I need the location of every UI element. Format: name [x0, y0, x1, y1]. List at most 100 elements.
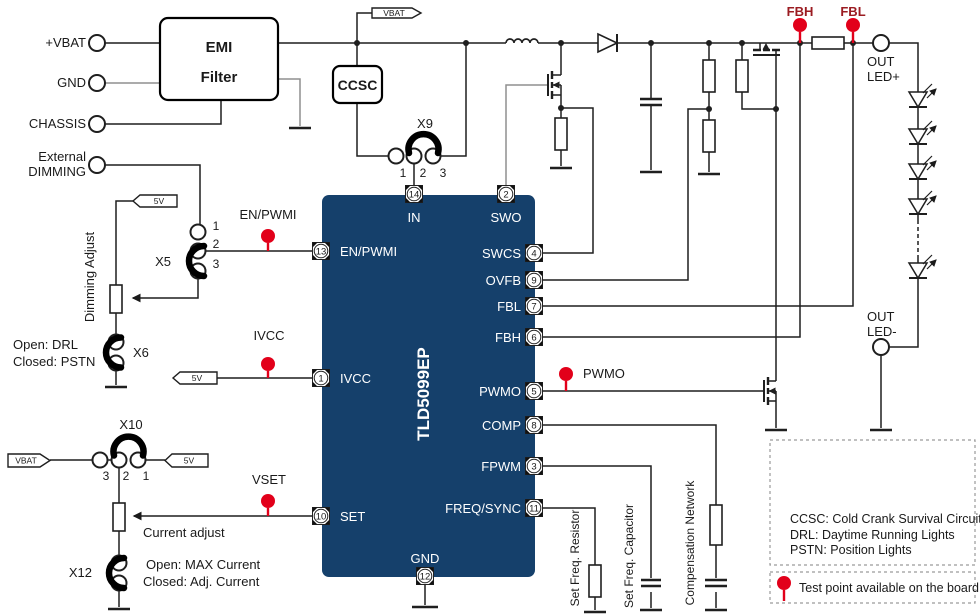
ccsc-block	[331, 64, 384, 105]
legend-ccsc: CCSC: Cold Crank Survival Circuit	[790, 512, 980, 526]
terminal-out-led-plus	[872, 34, 890, 52]
jumper-x5-pin1	[189, 223, 207, 241]
ic-pin-boxes: 14 2 13 1 10 4	[312, 185, 543, 585]
flag-5v-x10	[163, 453, 209, 468]
pin-number: 5	[531, 387, 536, 398]
pin-label-fbl: FBL	[497, 299, 521, 314]
resistor-freq	[588, 564, 602, 598]
pin-number: 13	[316, 247, 327, 258]
pin-box-9: 9	[525, 271, 543, 289]
flag-5v-dimming	[131, 194, 178, 208]
out-led-plus-label-2: LED+	[867, 69, 900, 84]
annotation-dimming-adjust: Dimming Adjust	[82, 231, 97, 322]
annotation-x12-open: Open: MAX Current	[146, 557, 261, 572]
jumper-x5-label: X5	[155, 254, 171, 269]
pin-label-swo: SWO	[490, 210, 521, 225]
wire-5v-pot	[115, 200, 133, 285]
pin-label-in: IN	[408, 210, 421, 225]
flag-label-5v-x10: 5V	[184, 456, 195, 466]
pin-box-2: 2	[497, 185, 515, 203]
jumpers-graphics	[91, 130, 442, 592]
jumper-x5-pin1-label: 1	[213, 219, 220, 233]
terminal-label-chassis: CHASSIS	[29, 116, 86, 131]
pin-label-en-pwmi: EN/PWMI	[340, 244, 397, 259]
wire-x5p3-pot	[131, 278, 199, 303]
jumper-x9-pin2-label: 2	[420, 166, 427, 180]
jumper-x10-label: X10	[119, 417, 142, 432]
ic-body	[322, 195, 535, 577]
gray-wires	[105, 78, 548, 186]
mosfet-switch-icon	[547, 71, 562, 99]
test-point-label-vset: VSET	[252, 472, 286, 487]
pin-box-11: 11	[525, 499, 543, 517]
pin-label-fbh: FBH	[495, 330, 521, 345]
jumper-x6-bridge	[102, 334, 125, 371]
junction-dots	[354, 40, 856, 112]
resistor-divider-bottom	[702, 119, 716, 153]
legend-box	[769, 439, 976, 566]
out-led-minus-label-2: LED-	[867, 324, 897, 339]
jumper-x12-label: X12	[69, 565, 92, 580]
pin-number: 4	[531, 249, 536, 260]
annotation-compensation-network: Compensation Network	[683, 480, 697, 606]
wire-x9p3-rail	[440, 43, 467, 157]
led-icon	[907, 255, 936, 280]
inductor-icon	[505, 38, 539, 44]
test-point-vset	[261, 494, 275, 508]
jumper-x10-pin2-label: 2	[123, 469, 130, 483]
pin-number: 9	[531, 276, 536, 287]
led-icon	[907, 156, 936, 181]
terminal-label-gnd: GND	[57, 75, 86, 90]
jumper-x10-pin3	[91, 451, 109, 469]
pin-box-3: 3	[525, 457, 543, 475]
ground-symbols	[105, 126, 892, 614]
pin-number: 12	[420, 572, 431, 583]
jumper-x9-pin3-label: 3	[440, 166, 447, 180]
wire-q1-gate-swo	[505, 84, 548, 186]
wire-swcs	[542, 107, 594, 254]
emi-filter-block	[158, 16, 280, 102]
test-point-fbh	[793, 18, 807, 32]
pin-box-10: 10	[312, 507, 330, 525]
pin-number: 1	[318, 374, 323, 385]
jumper-x5-bridge	[185, 242, 208, 280]
potentiometer-dimming	[109, 284, 123, 314]
legend-test-point-note: Test point available on the board	[799, 581, 979, 595]
wire-fbl	[542, 43, 854, 307]
pin-label-ovfb: OVFB	[486, 273, 521, 288]
pin-label-fpwm: FPWM	[481, 459, 521, 474]
mosfet-dimming-icon	[763, 377, 777, 428]
capacitor-output	[640, 97, 662, 107]
test-point-en-pwmi	[261, 229, 275, 243]
pin-box-8: 8	[525, 416, 543, 434]
wire-emi-gnd	[278, 78, 301, 126]
jumper-x6-label: X6	[133, 345, 149, 360]
wire-freq	[542, 507, 596, 610]
led-icon	[907, 84, 936, 109]
test-point-label-fbl: FBL	[840, 4, 865, 19]
pin-number: 11	[529, 504, 539, 515]
pin-label-swcs: SWCS	[482, 246, 521, 261]
wire-ccsc-x9	[356, 103, 388, 157]
jumper-x10-pin3-label: 3	[103, 469, 110, 483]
out-led-minus-label-1: OUT	[867, 309, 895, 324]
wire-led-bottom	[889, 256, 919, 348]
pin-number: 3	[531, 462, 536, 473]
terminal-label-vbat: +VBAT	[45, 35, 86, 50]
resistor-gate-pullup	[735, 59, 749, 93]
resistor-comp	[709, 504, 723, 546]
pin-box-4: 4	[525, 244, 543, 262]
led-icon	[907, 121, 936, 146]
flag-label-5v-ivcc: 5V	[192, 373, 203, 383]
test-point-ivcc	[261, 357, 275, 371]
pin-number: 14	[409, 190, 420, 201]
wire-ovfb	[542, 108, 709, 281]
wire-ledplus	[889, 42, 919, 92]
ccsc-label: CCSC	[338, 77, 378, 93]
wire-comp	[542, 424, 717, 608]
pin-label-ivcc: IVCC	[340, 371, 371, 386]
flag-label-5v-dimming: 5V	[154, 196, 165, 206]
wire-chassis	[105, 100, 222, 125]
capacitor-comp	[705, 578, 727, 588]
